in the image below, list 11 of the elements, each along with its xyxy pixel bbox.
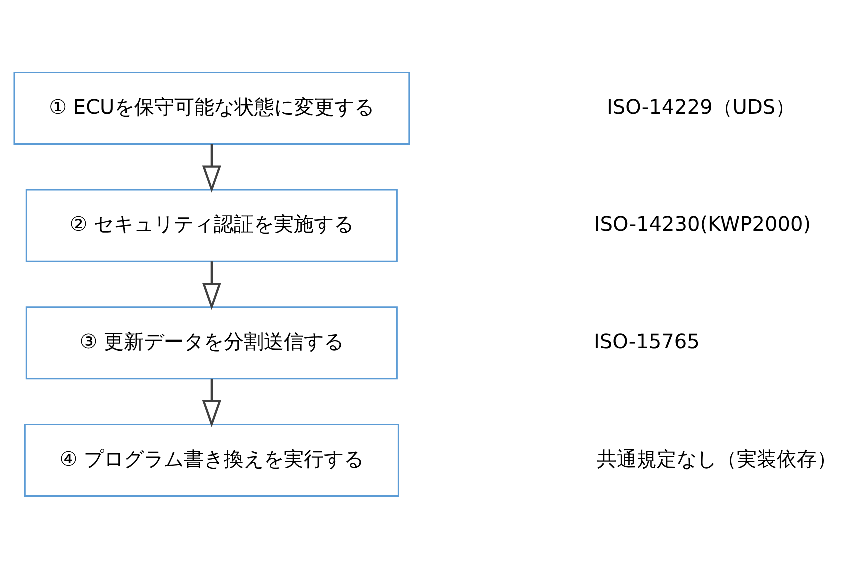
arrow	[202, 262, 222, 310]
label: ISO-15765	[594, 329, 700, 354]
label: ISO-14230(KWP2000)	[594, 212, 812, 236]
node-box: ① ECUを保守可能な状態に変更する	[14, 72, 410, 145]
label: ISO-14229（UDS）	[607, 94, 796, 119]
label: 共通規定なし（実装依存）	[597, 446, 838, 471]
node-box: ② セキュリティ認証を実施する	[26, 189, 398, 262]
arrow	[202, 378, 222, 428]
node-box: ③ 更新データを分割送信する	[26, 306, 398, 380]
node-box: ④ プログラム書き換えを実行する	[24, 424, 400, 497]
arrow	[202, 144, 222, 193]
